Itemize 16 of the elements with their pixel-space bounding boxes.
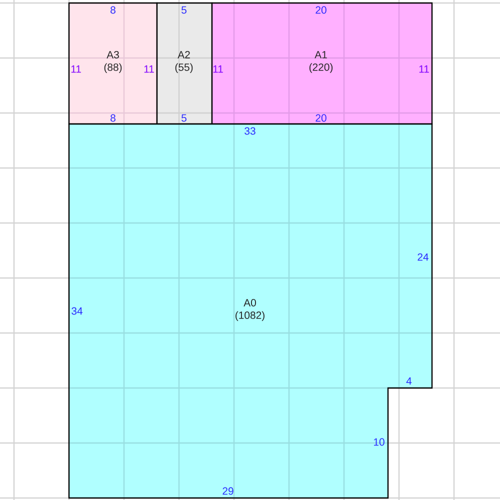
dimension-label: 11 bbox=[144, 65, 154, 73]
dimension-label: 20 bbox=[316, 6, 326, 14]
dimension-label: 11 bbox=[419, 65, 429, 73]
dimension-label: 5 bbox=[182, 6, 186, 14]
dimension-label: 11 bbox=[213, 65, 223, 73]
dimension-label: 34 bbox=[72, 307, 82, 315]
dimension-label: 5 bbox=[182, 114, 186, 122]
dimension-label: 11 bbox=[71, 65, 81, 73]
dimension-label: 20 bbox=[316, 114, 326, 122]
dimension-label: 33 bbox=[244, 127, 256, 135]
dimension-label: 8 bbox=[110, 114, 116, 122]
dimension-label: 10 bbox=[374, 438, 384, 446]
dimension-label: 8 bbox=[110, 6, 116, 14]
dimension-label: 4 bbox=[406, 377, 412, 385]
dimension-label: 24 bbox=[418, 253, 428, 261]
dimension-label: 29 bbox=[222, 487, 234, 495]
